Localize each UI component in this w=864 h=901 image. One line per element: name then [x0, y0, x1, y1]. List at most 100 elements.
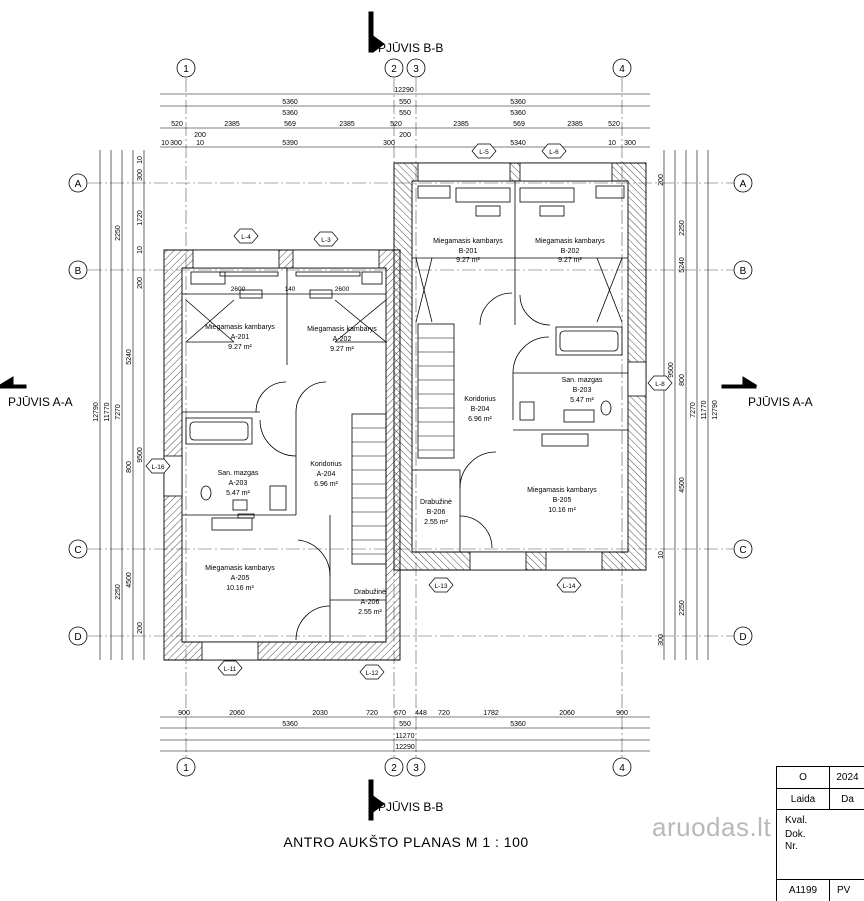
dim-top-r3-5: 2385	[453, 121, 469, 128]
dim-top-r2b-0: 5360	[282, 110, 298, 117]
inner-dim-1: 140	[285, 286, 296, 293]
room-a204-area: 6.96 m²	[314, 481, 338, 488]
title-block-kval: Kval.	[785, 815, 808, 826]
grid-label-1-bottom: 1	[183, 763, 189, 774]
dim-top-r2b-1: 550	[399, 110, 411, 117]
dim-top-r2-1: 550	[399, 99, 411, 106]
dim-top-r3-6: 569	[513, 121, 525, 128]
grid-label-2-bottom: 2	[391, 763, 397, 774]
room-b204-area: 6.96 m²	[468, 416, 492, 423]
dim-top-s-0: 10	[161, 140, 169, 147]
dim-top-r2-0: 5360	[282, 99, 298, 106]
room-a202-code: A-202	[333, 336, 352, 343]
dim-right-11: 300	[658, 634, 665, 646]
room-a201-area: 9.27 m²	[228, 344, 252, 351]
grid-label-3-top: 3	[413, 64, 419, 75]
dim-left-6: 9500	[137, 447, 144, 463]
dim-top-r3-7: 2385	[567, 121, 583, 128]
title-block-nr: Nr.	[785, 841, 798, 852]
window-tag-l3: L-3	[321, 237, 331, 244]
room-b205-name: Miegamasis kambarys	[527, 487, 597, 494]
dim-bot-r1-4: 670	[394, 710, 406, 717]
dim-right-6: 12790	[712, 400, 719, 420]
dim-right-8: 2250	[679, 600, 686, 616]
grid-label-1-top: 1	[183, 64, 189, 75]
dim-top-r2b-2: 5360	[510, 110, 526, 117]
building-a-interior	[182, 268, 387, 642]
building-a-windows	[163, 249, 380, 661]
building-a-stairs	[352, 427, 386, 555]
room-b203-name: San. mazgas	[562, 377, 603, 384]
dim-top-r4-2: 5390	[282, 140, 298, 147]
dim-left-1: 1720	[137, 210, 144, 226]
dim-top-total: 12290	[394, 87, 414, 94]
building-b-windows	[417, 162, 647, 571]
dim-bot-r1-1: 2060	[229, 710, 245, 717]
grid-label-b-right: B	[740, 266, 747, 277]
watermark: aruodas.lt	[652, 812, 772, 842]
dim-left-8: 11770	[104, 402, 111, 421]
dim-left-7: 7270	[115, 404, 122, 420]
room-a205-name: Miegamasis kambarys	[205, 565, 275, 572]
dim-top-r4-4: 5340	[510, 140, 526, 147]
dim-top-r4-5: 300	[624, 140, 636, 147]
dim-left-11: 2250	[115, 584, 122, 600]
dim-bot-r1-5: 448	[415, 710, 427, 717]
room-b201-code: B-201	[459, 248, 478, 255]
window-tag-l4: L-4	[241, 234, 251, 241]
dim-right-9: 200	[658, 174, 665, 186]
title-block-pv: PV	[837, 885, 851, 896]
section-aa-right: PJŪVIS A-A	[748, 395, 813, 409]
dim-left-12: 200	[137, 622, 144, 634]
grid-label-a-left: A	[75, 179, 82, 190]
dim-right-0: 2250	[679, 220, 686, 236]
dim-bot-r3: 11270	[396, 733, 415, 740]
window-tags	[145, 143, 673, 680]
room-a203-area: 5.47 m²	[226, 490, 250, 497]
room-b203-code: B-203	[573, 387, 592, 394]
dim-left-4: 5240	[126, 349, 133, 365]
dim-bot-r1-3: 720	[366, 710, 378, 717]
dim-bot-total: 12290	[395, 744, 415, 751]
dim-top-r3-2: 569	[284, 121, 296, 128]
dim-bot-r1-0: 900	[178, 710, 190, 717]
title-block-code: A1199	[777, 880, 830, 901]
room-b203-area: 5.47 m²	[570, 397, 594, 404]
dim-top-r3-8: 520	[608, 121, 620, 128]
dimension-lines-top	[160, 93, 650, 148]
dim-left-14: 300	[137, 169, 144, 181]
room-b202-name: Miegamasis kambarys	[535, 238, 605, 245]
dim-bot-r1-6: 720	[438, 710, 450, 717]
room-a206-area: 2.55 m²	[358, 609, 382, 616]
room-b202-code: B-202	[561, 248, 580, 255]
dim-left-5: 800	[126, 461, 133, 473]
building-b-stairs	[418, 337, 454, 451]
room-b201-area: 9.27 m²	[456, 257, 480, 264]
dimension-lines-bottom	[160, 716, 650, 752]
dim-top-r3-3: 2385	[339, 121, 355, 128]
dim-left-9: 12790	[93, 402, 100, 422]
window-tag-l12: L-12	[365, 670, 378, 677]
room-b205-area: 10.16 m²	[548, 507, 576, 514]
dim-top-r3-0: 520	[171, 121, 183, 128]
room-b206-code: B-206	[427, 509, 446, 516]
grid-label-c-left: C	[74, 545, 81, 556]
room-a202-name: Miegamasis kambarys	[307, 326, 377, 333]
grid-bubbles	[68, 58, 753, 777]
room-a206-code: A-206	[361, 599, 380, 606]
dim-top-s-2: 10	[196, 140, 204, 147]
window-tag-l16: L-16	[151, 464, 164, 471]
room-b201-name: Miegamasis kambarys	[433, 238, 503, 245]
dim-bot-r2-0: 5360	[282, 721, 298, 728]
dim-right-10: 10	[658, 551, 665, 559]
dim-top-r4-3: 300	[383, 140, 395, 147]
grid-label-a-right: A	[740, 179, 747, 190]
room-a201-code: A-201	[231, 334, 250, 341]
dim-top-r2-2: 5360	[510, 99, 526, 106]
inner-dim-2: 2600	[335, 286, 350, 293]
dimension-lines-left	[99, 150, 145, 660]
dim-bot-r1-8: 2060	[559, 710, 575, 717]
dim-left-2: 200	[137, 277, 144, 289]
room-a206-name: Drabužinė	[354, 589, 386, 596]
